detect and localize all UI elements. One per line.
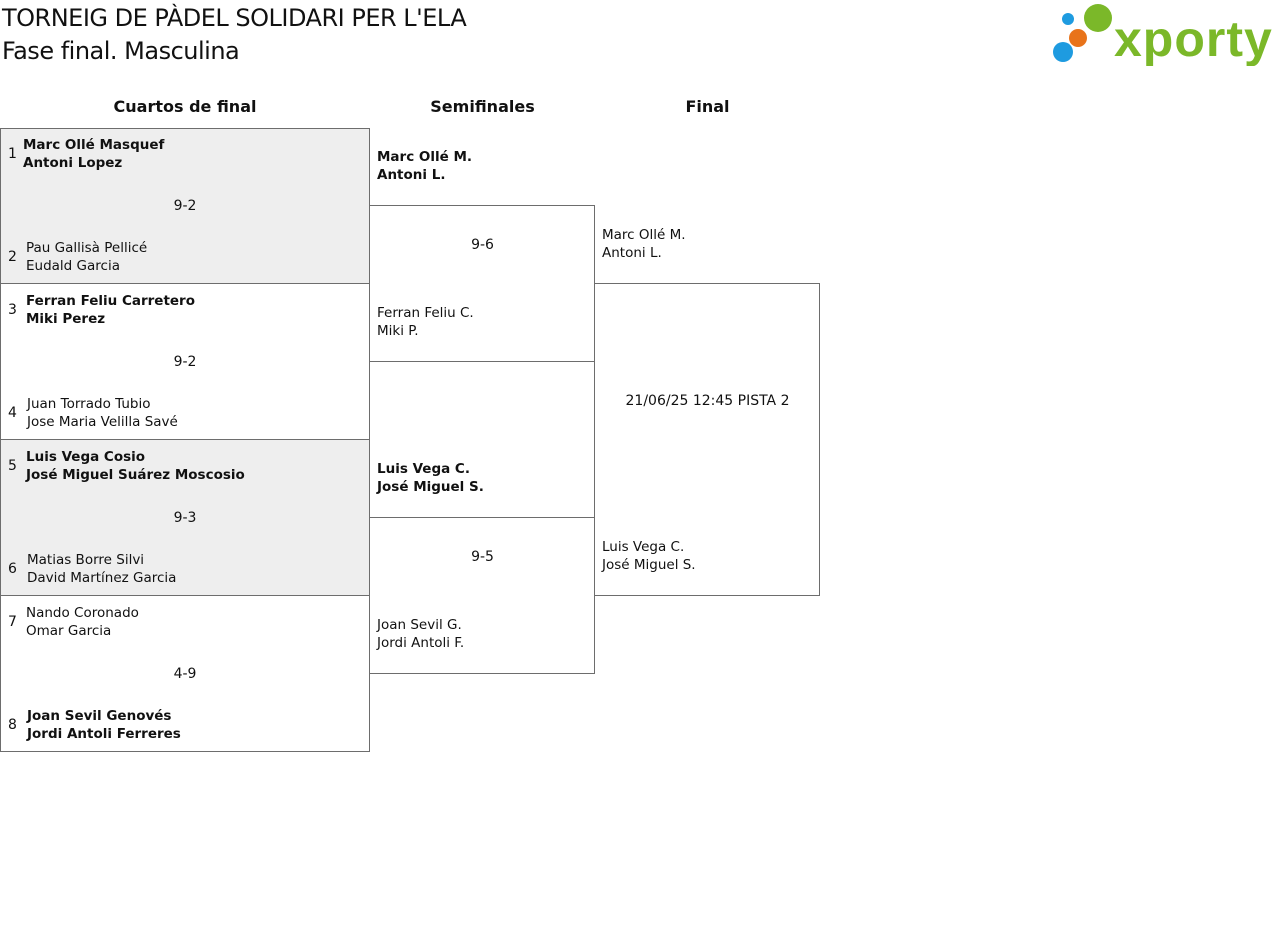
- player-name: Marc Ollé M.: [602, 227, 686, 243]
- qf3-bottom-team[interactable]: Matias Borre Silvi David Martínez Garcia: [27, 551, 176, 587]
- final-bottom-team[interactable]: Luis Vega C. José Miguel S.: [602, 538, 696, 574]
- player-name: José Miguel S.: [602, 557, 696, 573]
- sf1-top-team[interactable]: Marc Ollé M. Antoni L.: [377, 148, 472, 184]
- player-name: Antoni L.: [602, 245, 662, 261]
- player-name: Miki P.: [377, 323, 419, 339]
- qf4-top-team[interactable]: Nando Coronado Omar Garcia: [26, 604, 139, 640]
- player-name: Antoni Lopez: [23, 155, 123, 171]
- player-name: José Miguel S.: [377, 479, 484, 495]
- player-name: Jose Maria Velilla Savé: [27, 414, 178, 430]
- final-top-team[interactable]: Marc Ollé M. Antoni L.: [602, 226, 686, 262]
- logo-text: xporty: [1114, 11, 1273, 66]
- logo-green-dot-icon: [1084, 4, 1112, 32]
- column-header-quarterfinals: Cuartos de final: [113, 97, 257, 116]
- player-name: Ferran Feliu C.: [377, 305, 474, 321]
- qf-match-3[interactable]: [0, 439, 370, 596]
- seed-number: 3: [8, 302, 17, 318]
- qf1-bottom-team[interactable]: Pau Gallisà Pellicé Eudald Garcia: [26, 239, 147, 275]
- player-name: Jordi Antoli Ferreres: [27, 726, 181, 742]
- qf-match-1[interactable]: [0, 128, 370, 284]
- sf2-score: 9-5: [471, 549, 494, 565]
- seed-number: 7: [8, 614, 17, 630]
- qf3-top-team[interactable]: Luis Vega Cosio José Miguel Suárez Mosco…: [26, 448, 245, 484]
- player-name: Joan Sevil Genovés: [27, 708, 172, 724]
- player-name: Ferran Feliu Carretero: [26, 293, 195, 309]
- qf3-score: 9-3: [173, 510, 197, 526]
- qf4-bottom-team[interactable]: Joan Sevil Genovés Jordi Antoli Ferreres: [27, 707, 181, 743]
- qf2-bottom-team[interactable]: Juan Torrado Tubio Jose Maria Velilla Sa…: [27, 395, 178, 431]
- qf2-top-team[interactable]: Ferran Feliu Carretero Miki Perez: [26, 292, 195, 328]
- seed-number: 2: [8, 249, 17, 265]
- sf2-top-team[interactable]: Luis Vega C. José Miguel S.: [377, 460, 484, 496]
- qf2-score: 9-2: [173, 354, 197, 370]
- player-name: Nando Coronado: [26, 605, 139, 621]
- logo-blue-dot-icon: [1053, 42, 1073, 62]
- page-subtitle: Fase final. Masculina: [2, 37, 240, 65]
- column-header-semifinals: Semifinales: [430, 97, 535, 116]
- player-name: David Martínez Garcia: [27, 570, 177, 586]
- player-name: Matias Borre Silvi: [27, 552, 145, 568]
- seed-number: 6: [8, 561, 17, 577]
- player-name: Omar Garcia: [26, 623, 112, 639]
- seed-number: 1: [8, 146, 17, 162]
- qf1-top-team[interactable]: Marc Ollé Masquef Antoni Lopez: [23, 136, 164, 172]
- qf1-score: 9-2: [173, 198, 197, 214]
- player-name: Marc Ollé Masquef: [23, 137, 165, 153]
- seed-number: 4: [8, 405, 17, 421]
- seed-number: 5: [8, 458, 17, 474]
- sf2-bottom-team[interactable]: Joan Sevil G. Jordi Antoli F.: [377, 616, 464, 652]
- logo-small-blue-dot-icon: [1062, 13, 1074, 25]
- column-header-final: Final: [685, 97, 730, 116]
- seed-number: 8: [8, 717, 17, 733]
- player-name: Juan Torrado Tubio: [27, 396, 151, 412]
- xporty-logo[interactable]: xporty: [1050, 4, 1276, 67]
- player-name: Miki Perez: [26, 311, 106, 327]
- sf1-score: 9-6: [471, 237, 494, 253]
- player-name: José Miguel Suárez Moscosio: [26, 467, 245, 483]
- player-name: Pau Gallisà Pellicé: [26, 240, 148, 256]
- xporty-logo-mark: xporty: [1053, 4, 1273, 67]
- sf1-bottom-team[interactable]: Ferran Feliu C. Miki P.: [377, 304, 474, 340]
- logo-orange-dot-icon: [1069, 29, 1087, 47]
- player-name: Luis Vega C.: [602, 539, 685, 555]
- player-name: Luis Vega C.: [377, 461, 470, 477]
- final-match[interactable]: [594, 283, 820, 596]
- player-name: Jordi Antoli F.: [377, 635, 465, 651]
- player-name: Luis Vega Cosio: [26, 449, 146, 465]
- final-schedule-info: 21/06/25 12:45 PISTA 2: [625, 393, 790, 409]
- player-name: Antoni L.: [377, 167, 446, 183]
- player-name: Joan Sevil G.: [377, 617, 462, 633]
- page-title: TORNEIG DE PÀDEL SOLIDARI PER L'ELA: [2, 4, 467, 32]
- player-name: Eudald Garcia: [26, 258, 120, 274]
- qf4-score: 4-9: [173, 666, 197, 682]
- player-name: Marc Ollé M.: [377, 149, 473, 165]
